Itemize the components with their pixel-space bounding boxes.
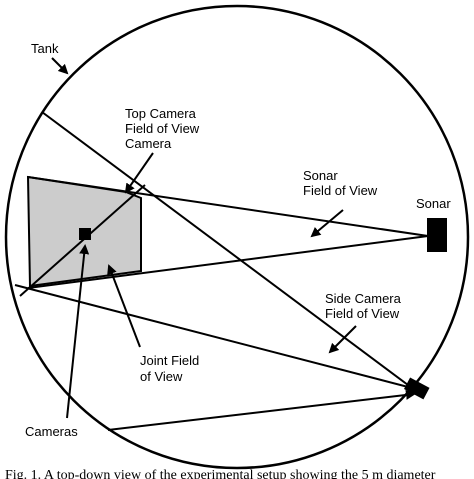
- top-camera-label-line3: Camera: [125, 136, 172, 151]
- sonar-label: Sonar: [416, 196, 451, 211]
- side-camera-arrow: [328, 325, 357, 354]
- cameras-label: Cameras: [25, 424, 78, 439]
- sonar-fov-label-line2: Field of View: [303, 183, 378, 198]
- sonar-device: [427, 218, 447, 252]
- tank-label: Tank: [31, 41, 59, 56]
- side-camera-fov-upper-edge: [41, 111, 413, 389]
- top-camera-label-line1: Top Camera: [125, 106, 197, 121]
- side-camera-label-line1: Side Camera: [325, 291, 402, 306]
- side-camera: [404, 377, 430, 400]
- top-camera-fov-edge: [19, 184, 146, 297]
- side-camera-fov-lower-edge: [14, 284, 413, 389]
- joint-field-label-line2: of View: [140, 369, 183, 384]
- joint-field-arrow: [107, 264, 141, 348]
- side-camera-label-line2: Field of View: [325, 306, 400, 321]
- top-camera-arrow: [124, 152, 154, 194]
- cameras-arrow-to-top-camera: [66, 244, 90, 419]
- top-camera-label-line2: Field of View: [125, 121, 200, 136]
- cameras-arrow-to-side-camera: [107, 389, 416, 431]
- tank-outline: [4, 4, 470, 470]
- top-camera: [79, 228, 91, 240]
- figure-caption: Fig. 1. A top-down view of the experimen…: [5, 468, 436, 479]
- joint-field-label-line1: Joint Field: [140, 353, 199, 368]
- sonar-fov-lower-edge: [27, 235, 429, 289]
- sonar-fov-upper-edge: [27, 176, 429, 237]
- sonar-fov-label-line1: Sonar: [303, 168, 338, 183]
- sonar-fov-arrow: [310, 209, 344, 238]
- tank-arrow: [51, 57, 69, 75]
